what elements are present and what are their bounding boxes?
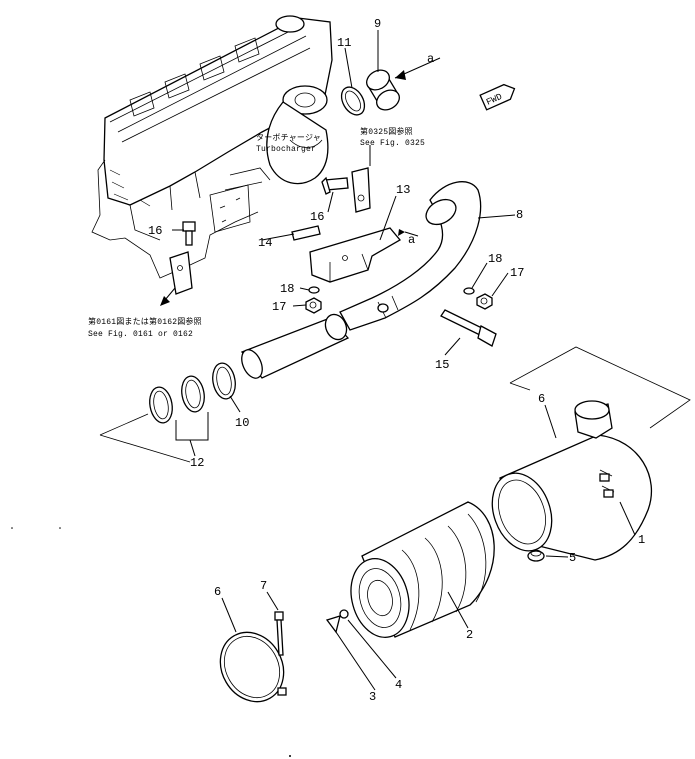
fwd-arrow-icon: FWD (479, 83, 516, 111)
callout-17-left: 17 (272, 300, 286, 314)
bolt-7 (274, 611, 284, 656)
nut-3-4 (325, 609, 349, 634)
bracket-top-0325 (351, 167, 371, 213)
callout-4: 4 (395, 678, 402, 692)
intake-duct-8 (339, 181, 482, 331)
nut-17 (305, 293, 493, 314)
callout-14: 14 (258, 236, 272, 250)
callout-13: 13 (396, 183, 410, 197)
callout-16-upper: 16 (310, 210, 324, 224)
callout-6-lower: 6 (214, 585, 221, 599)
callout-5: 5 (569, 551, 576, 565)
callout-2: 2 (466, 628, 473, 642)
clamp-10 (212, 362, 236, 400)
leader-lines (160, 30, 636, 691)
air-cleaner-body-1 (491, 400, 653, 561)
clamp-11 (340, 86, 366, 116)
callout-18-right: 18 (488, 252, 502, 266)
callout-15: 15 (435, 358, 449, 372)
marker-a-mid: a (408, 233, 415, 247)
note-fig0325-jp: 第0325図参照 (360, 126, 413, 137)
callout-11: 11 (337, 36, 351, 50)
callout-18-left: 18 (280, 282, 294, 296)
frame-lines (99, 346, 691, 463)
hose-10 (240, 313, 350, 379)
callout-12: 12 (190, 456, 204, 470)
bolt-16-upper (321, 176, 349, 195)
note-turbo-jp: ターボチャージャ (256, 133, 321, 143)
marker-a-top: a (427, 52, 434, 66)
scan-dots (11, 527, 291, 757)
element-2 (350, 501, 495, 638)
band-6 (219, 631, 287, 703)
bolt-14 (291, 225, 321, 241)
callout-1: 1 (638, 533, 645, 547)
hose-9 (366, 69, 400, 111)
callout-10: 10 (235, 416, 249, 430)
engine-block (91, 15, 333, 279)
note-fig0161-jp: 第0161図または第0162図参照 (88, 316, 202, 327)
callout-17-right: 17 (510, 266, 524, 280)
callout-6-upper: 6 (538, 392, 545, 406)
bolt-16-left (182, 221, 196, 246)
valve-5 (527, 549, 545, 562)
callout-9: 9 (374, 17, 381, 31)
bracket-13 (309, 227, 401, 283)
callouts: 9 11 a 8 13 a 16 16 14 18 17 18 17 15 10… (148, 17, 645, 704)
callout-16-left: 16 (148, 224, 162, 238)
callout-8: 8 (516, 208, 523, 222)
note-turbo-en: Turbocharger (256, 145, 316, 154)
callout-7: 7 (260, 579, 267, 593)
callout-3: 3 (369, 690, 376, 704)
note-fig0161-en: See Fig. 0161 or 0162 (88, 330, 193, 339)
bracket-left-0161 (169, 251, 193, 295)
note-fig0325-en: See Fig. 0325 (360, 139, 425, 148)
clamps-12 (149, 375, 205, 424)
bolt-15 (440, 309, 497, 347)
